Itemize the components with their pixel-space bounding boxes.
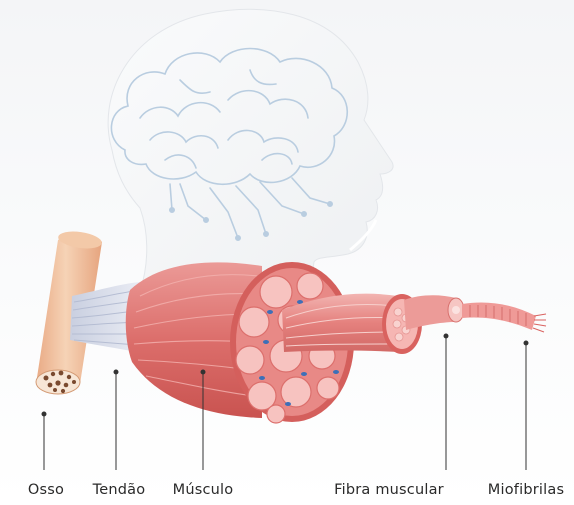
label-muscle-fiber: Fibra muscular — [334, 482, 444, 498]
myofibrils — [462, 303, 546, 333]
label-tendon: Tendão — [93, 482, 146, 498]
label-myofibrils: Miofibrilas — [488, 482, 564, 498]
muscle-fiber — [282, 294, 464, 354]
label-muscle: Músculo — [173, 482, 234, 498]
head-silhouette — [108, 9, 393, 292]
label-bone: Osso — [28, 482, 64, 498]
